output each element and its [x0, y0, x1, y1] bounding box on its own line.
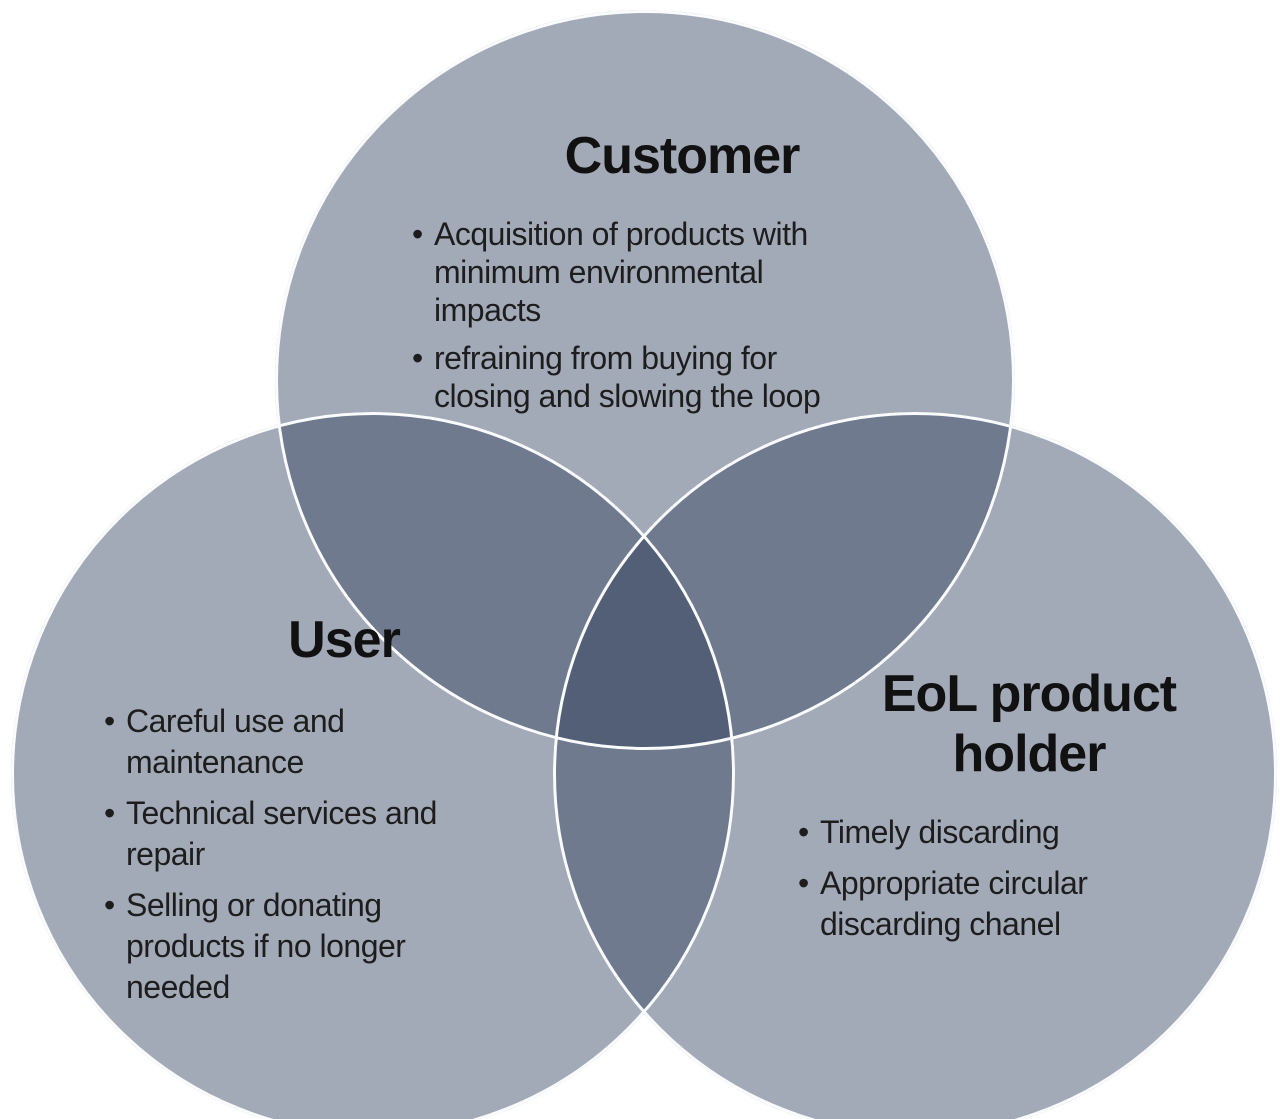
customer-bullet-1: • Acquisition of products with minimum e… — [412, 215, 952, 329]
customer-bullet-2-text: refraining from buying for closing and s… — [434, 340, 821, 414]
eol-bullet-2-text: Appropriate circular discarding chanel — [820, 865, 1088, 942]
user-bullet-2: • Technical services and repair — [104, 793, 584, 875]
user-bullet-3-text: Selling or donating products if no longe… — [126, 887, 406, 1005]
eol-bullet-list: • Timely discarding • Appropriate circul… — [798, 812, 1268, 945]
eol-product-holder-circle — [553, 412, 1277, 1119]
bullet-dot-icon: • — [104, 795, 115, 831]
eol-product-holder-section: EoL product holder • Timely discarding •… — [790, 664, 1268, 945]
bullet-dot-icon: • — [798, 814, 809, 850]
eol-product-holder-title: EoL product holder — [881, 665, 1177, 783]
customer-section: Customer • Acquisition of products with … — [412, 128, 952, 415]
bullet-dot-icon: • — [798, 865, 809, 901]
customer-bullet-2: • refraining from buying for closing and… — [412, 339, 952, 415]
user-bullet-1-text: Careful use and maintenance — [126, 703, 345, 780]
customer-circle — [275, 10, 1015, 750]
customer-bullet-1-text: Acquisition of products with minimum env… — [434, 216, 808, 328]
bullet-dot-icon: • — [412, 340, 423, 376]
customer-bullet-list: • Acquisition of products with minimum e… — [412, 215, 952, 415]
eol-bullet-1: • Timely discarding — [798, 812, 1268, 853]
eol-bullet-1-text: Timely discarding — [820, 814, 1060, 850]
bullet-dot-icon: • — [104, 703, 115, 739]
user-title: User — [288, 611, 401, 669]
eol-bullet-2: • Appropriate circular discarding chanel — [798, 863, 1268, 945]
user-bullet-1: • Careful use and maintenance — [104, 701, 584, 783]
bullet-dot-icon: • — [104, 887, 115, 923]
user-bullet-3: • Selling or donating products if no lon… — [104, 885, 584, 1008]
user-bullet-list: • Careful use and maintenance • Technica… — [104, 701, 584, 1008]
user-bullet-2-text: Technical services and repair — [126, 795, 437, 872]
user-circle — [11, 412, 735, 1119]
user-section: User • Careful use and maintenance • Tec… — [104, 612, 584, 1008]
bullet-dot-icon: • — [412, 216, 423, 252]
customer-title: Customer — [564, 127, 801, 185]
